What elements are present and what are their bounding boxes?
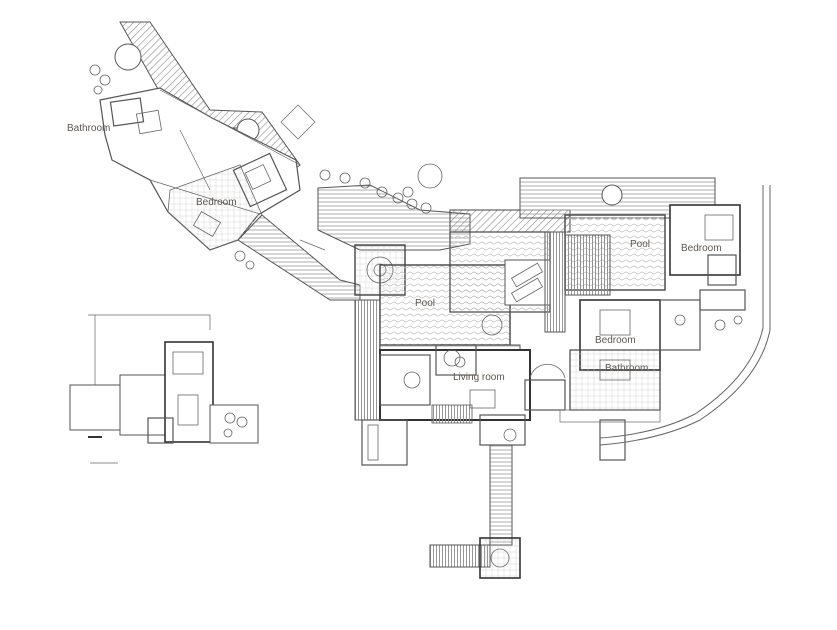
east-wing xyxy=(519,177,771,461)
planter-diamond xyxy=(280,104,316,140)
label-living-room: Living room xyxy=(453,372,505,383)
entry-pavilion xyxy=(479,537,521,579)
label-bedroom-east: Bedroom xyxy=(681,243,722,254)
round-planter xyxy=(417,163,443,189)
northwest-wing xyxy=(89,21,361,301)
label-bedroom-center: Bedroom xyxy=(595,335,636,346)
hot-tub-circle xyxy=(114,43,142,71)
label-bathroom-northwest: Bathroom xyxy=(67,123,110,134)
entrance-walkway xyxy=(429,444,521,579)
label-bathroom-center: Bathroom xyxy=(605,363,648,374)
annex-plan xyxy=(69,314,259,464)
label-bedroom-northwest: Bedroom xyxy=(196,197,237,208)
label-pool-east: Pool xyxy=(630,239,650,250)
living-room-block xyxy=(361,344,566,466)
label-pool-main: Pool xyxy=(415,298,435,309)
